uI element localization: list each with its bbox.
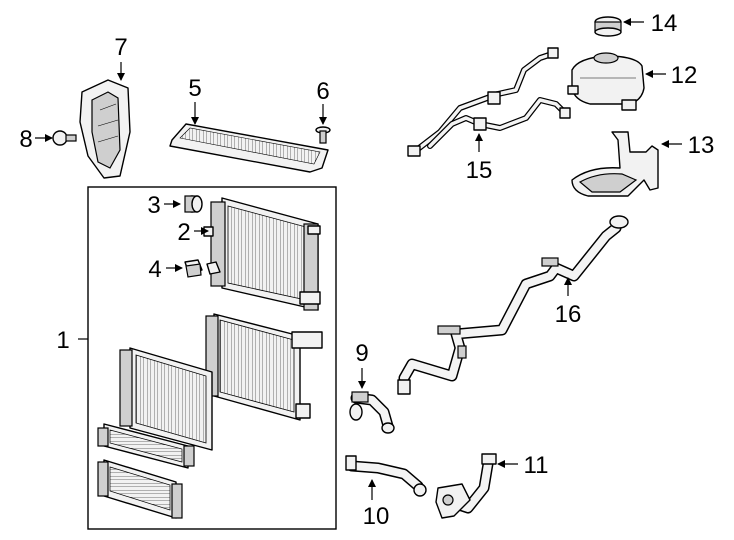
reservoir-cap (594, 16, 622, 37)
callout-10: 10 (363, 503, 390, 530)
condenser (205, 313, 323, 421)
bushing (184, 195, 203, 213)
lower-insulator (184, 259, 221, 278)
callout-14: 14 (651, 10, 678, 37)
callout-5: 5 (188, 75, 201, 102)
callout-2: 2 (177, 219, 190, 246)
oil-cooler-upper (97, 423, 195, 469)
bottom-hose (345, 455, 427, 497)
callout-9: 9 (355, 340, 368, 367)
callout-1: 1 (56, 327, 69, 354)
callout-15: 15 (466, 157, 493, 184)
oil-cooler-lower (97, 459, 183, 519)
push-pin-fastener (52, 130, 77, 146)
callout-3: 3 (147, 192, 160, 219)
reservoir-bracket (571, 131, 659, 197)
hose-fitting (349, 391, 395, 434)
retainer-clip (315, 126, 331, 144)
auxiliary-radiator (119, 347, 213, 451)
coolant-hose-assembly (407, 47, 571, 157)
side-air-deflector (79, 79, 131, 179)
callout-13: 13 (688, 132, 715, 159)
long-coolant-hose (397, 215, 629, 395)
upper-air-deflector (169, 123, 329, 173)
outlet-hose (435, 453, 497, 519)
callout-16: 16 (555, 301, 582, 328)
callout-7: 7 (114, 34, 127, 61)
coolant-reservoir (567, 52, 645, 111)
callout-6: 6 (316, 78, 329, 105)
callout-12: 12 (671, 62, 698, 89)
callout-8: 8 (19, 126, 32, 153)
callout-11: 11 (524, 452, 549, 479)
radiator-group-frame (87, 186, 337, 530)
radiator (203, 197, 321, 311)
callout-4: 4 (148, 256, 161, 283)
